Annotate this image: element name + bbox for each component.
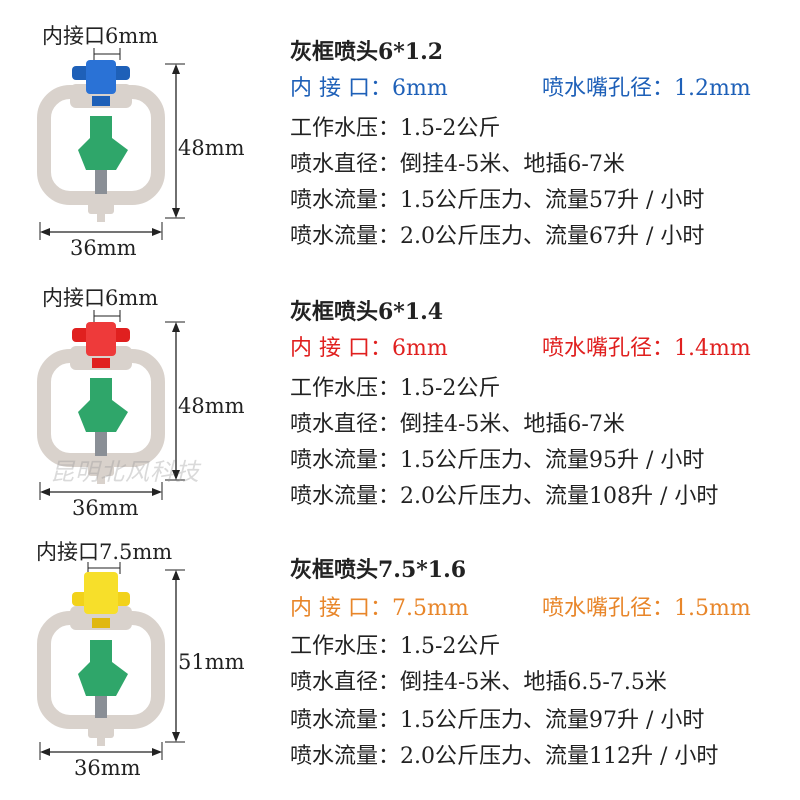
nozzle-label: 喷水嘴孔径： — [542, 596, 675, 621]
spec-line: 喷水流量：2.0公斤压力、流量108升 / 小时 — [290, 484, 719, 509]
nozzle-value: 1.4mm — [674, 336, 751, 361]
product-section-1: 内接口6mm — [0, 0, 800, 260]
inner-port-dimension: 内接口6mm — [42, 286, 159, 310]
nozzle-label: 喷水嘴孔径： — [542, 336, 675, 361]
inner-port-value: 6mm — [392, 76, 448, 101]
nozzle-spec: 喷水嘴孔径：1.2mm — [542, 70, 751, 102]
nozzle-spec: 喷水嘴孔径：1.4mm — [542, 330, 751, 362]
spec-line: 喷水流量：1.5公斤压力、流量97升 / 小时 — [290, 708, 705, 733]
inner-port-spec: 内 接 口：7.5mm — [290, 590, 469, 622]
inner-port-label: 内 接 口： — [290, 596, 392, 621]
product-title: 灰框喷头7.5*1.6 — [290, 557, 467, 583]
inner-port-spec: 内 接 口：6mm — [290, 70, 448, 102]
height-dimension: 51mm — [178, 650, 245, 674]
spec-line: 喷水流量：1.5公斤压力、流量95升 / 小时 — [290, 448, 705, 473]
height-dimension: 48mm — [178, 394, 245, 418]
product-section-2: 内接口6mm 48mm 36mm 灰 — [0, 260, 800, 520]
watermark: 昆明北风科技 — [50, 458, 200, 486]
width-dimension: 36mm — [74, 756, 141, 780]
sprinkler-figure-2: 内接口6mm 48mm 36mm — [0, 260, 260, 520]
nozzle-label: 喷水嘴孔径： — [542, 76, 675, 101]
sprinkler-figure-1: 内接口6mm — [0, 0, 260, 260]
nozzle-value: 1.2mm — [674, 76, 751, 101]
nozzle-spec: 喷水嘴孔径：1.5mm — [542, 590, 751, 622]
inner-port-label: 内 接 口： — [290, 76, 392, 101]
inner-port-value: 6mm — [392, 336, 448, 361]
sprinkler-drawing — [37, 48, 185, 240]
height-dimension: 48mm — [178, 136, 245, 160]
product-section-3: 内接口7.5mm 51mm 36mm — [0, 520, 800, 780]
spec-line: 喷水直径：倒挂4-5米、地插6-7米 — [290, 412, 625, 437]
sprinkler-drawing — [37, 562, 185, 760]
spec-line: 工作水压：1.5-2公斤 — [290, 634, 501, 659]
product-title: 灰框喷头6*1.2 — [290, 39, 444, 65]
inner-port-dimension: 内接口7.5mm — [36, 540, 173, 564]
spec-line: 喷水流量：2.0公斤压力、流量67升 / 小时 — [290, 224, 705, 249]
sprinkler-drawing — [37, 310, 185, 500]
spec-line: 工作水压：1.5-2公斤 — [290, 376, 501, 401]
inner-port-label: 内 接 口： — [290, 336, 392, 361]
spec-line: 喷水直径：倒挂4-5米、地插6.5-7.5米 — [290, 670, 667, 695]
width-dimension: 36mm — [70, 236, 137, 260]
inner-port-dimension: 内接口6mm — [42, 24, 159, 48]
spec-line: 喷水流量：2.0公斤压力、流量112升 / 小时 — [290, 744, 719, 769]
inner-port-value: 7.5mm — [392, 596, 469, 621]
nozzle-value: 1.5mm — [674, 596, 751, 621]
width-dimension: 36mm — [72, 496, 139, 520]
spec-line: 工作水压：1.5-2公斤 — [290, 116, 501, 141]
spec-line: 喷水直径：倒挂4-5米、地插6-7米 — [290, 152, 625, 177]
product-title: 灰框喷头6*1.4 — [290, 299, 444, 325]
sprinkler-figure-3: 内接口7.5mm 51mm 36mm — [0, 520, 260, 780]
inner-port-spec: 内 接 口：6mm — [290, 330, 448, 362]
spec-line: 喷水流量：1.5公斤压力、流量57升 / 小时 — [290, 188, 705, 213]
